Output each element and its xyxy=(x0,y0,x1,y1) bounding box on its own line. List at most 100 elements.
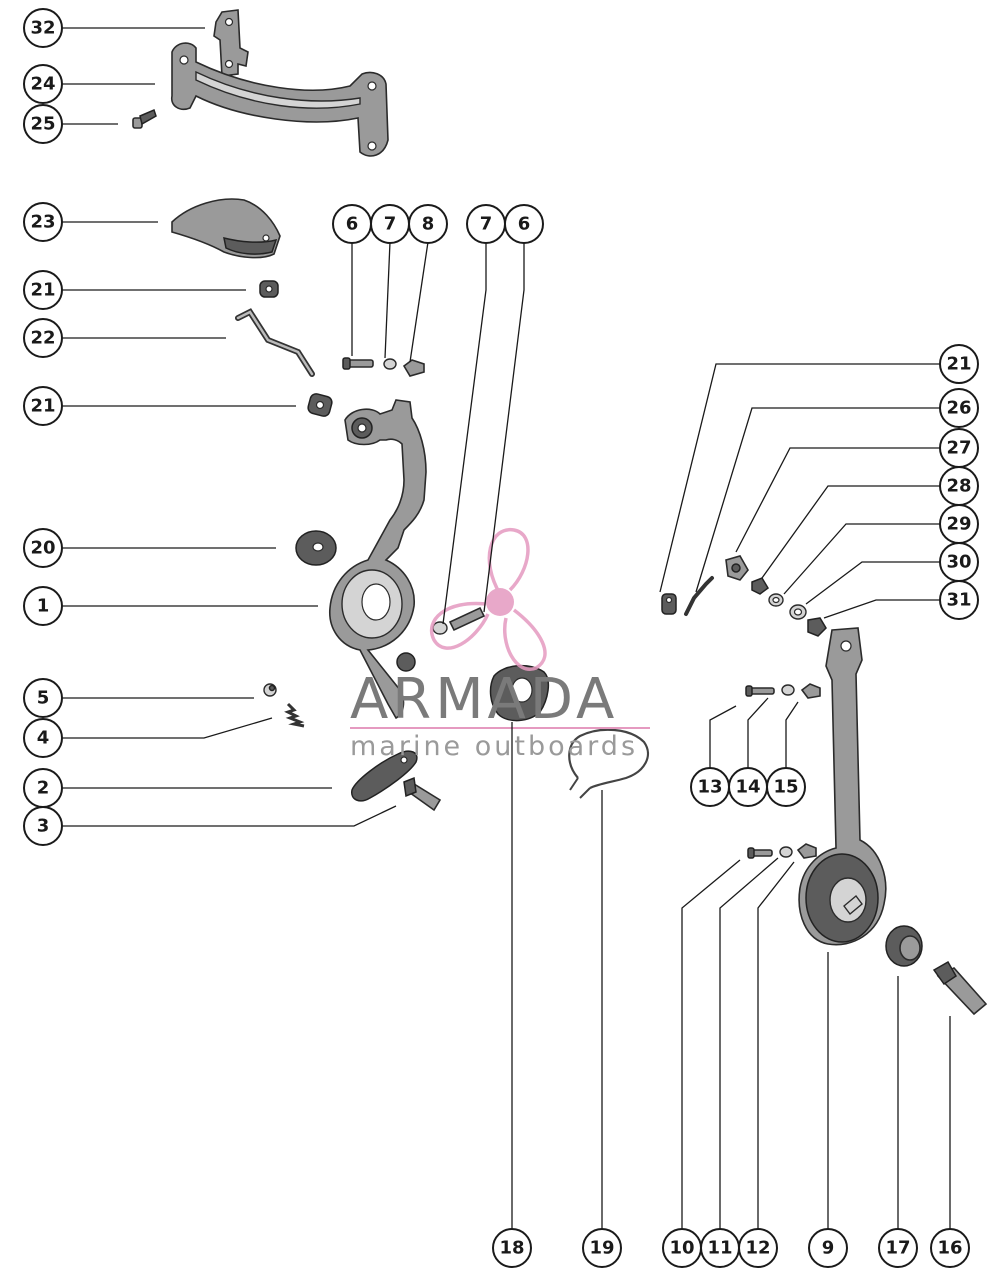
svg-text:23: 23 xyxy=(30,212,55,233)
part-20-washer xyxy=(295,530,337,566)
callout-23: 23 xyxy=(23,202,63,242)
armada-watermark: ARMADA marine outboards xyxy=(350,528,650,762)
svg-text:9: 9 xyxy=(822,1238,835,1259)
part-27-swivel xyxy=(725,555,749,581)
svg-text:12: 12 xyxy=(745,1238,770,1259)
svg-text:25: 25 xyxy=(30,114,55,135)
callout-18: 18 xyxy=(492,1228,532,1268)
svg-text:15: 15 xyxy=(773,777,798,798)
svg-text:4: 4 xyxy=(37,728,50,749)
svg-text:29: 29 xyxy=(946,514,971,535)
callout-1: 1 xyxy=(23,586,63,626)
svg-text:21: 21 xyxy=(946,354,971,375)
part-21-connector-top xyxy=(259,280,279,298)
callout-21-top: 21 xyxy=(23,270,63,310)
callout-5: 5 xyxy=(23,678,63,718)
callout-28: 28 xyxy=(939,466,979,506)
part-6-7-8-screw-set-top xyxy=(342,357,425,377)
part-19-clip xyxy=(568,728,650,799)
watermark-title: ARMADA xyxy=(350,667,618,732)
svg-text:30: 30 xyxy=(946,552,971,573)
part-26-link xyxy=(684,576,714,616)
callout-6-top: 6 xyxy=(332,204,372,244)
svg-text:28: 28 xyxy=(946,476,971,497)
svg-text:14: 14 xyxy=(735,777,760,798)
part-31-nut xyxy=(807,617,827,637)
part-22-rod xyxy=(235,308,315,377)
callout-7-mid: 7 xyxy=(466,204,506,244)
watermark-subtitle: marine outboards xyxy=(350,731,638,762)
svg-text:32: 32 xyxy=(30,18,55,39)
svg-text:7: 7 xyxy=(384,214,397,235)
callout-20: 20 xyxy=(23,528,63,568)
svg-text:31: 31 xyxy=(946,590,971,611)
callout-13: 13 xyxy=(690,767,730,807)
part-16-bolt xyxy=(932,960,988,1016)
callout-30: 30 xyxy=(939,542,979,582)
part-28-nut xyxy=(751,577,769,595)
part-32-bracket xyxy=(213,9,249,77)
svg-text:22: 22 xyxy=(30,328,55,349)
svg-text:8: 8 xyxy=(422,214,435,235)
callout-21-mid: 21 xyxy=(23,386,63,426)
svg-text:3: 3 xyxy=(37,816,50,837)
svg-text:6: 6 xyxy=(518,214,531,235)
part-21-connector-right xyxy=(661,593,677,615)
svg-text:10: 10 xyxy=(669,1238,694,1259)
svg-text:26: 26 xyxy=(946,398,971,419)
part-4-spring xyxy=(284,702,305,728)
svg-text:27: 27 xyxy=(946,438,971,459)
svg-text:11: 11 xyxy=(707,1238,732,1259)
callout-10: 10 xyxy=(662,1228,702,1268)
part-9-throttle-arm xyxy=(798,627,887,946)
part-24-curved-arm xyxy=(170,42,389,157)
part-23-cover xyxy=(171,198,281,259)
callout-2: 2 xyxy=(23,768,63,808)
callout-11: 11 xyxy=(700,1228,740,1268)
callout-6-mid: 6 xyxy=(504,204,544,244)
callout-4: 4 xyxy=(23,718,63,758)
part-25-screw xyxy=(132,108,157,129)
callout-22: 22 xyxy=(23,318,63,358)
part-21-connector-mid xyxy=(307,393,333,417)
part-1-lever-assembly xyxy=(329,399,427,720)
callout-14: 14 xyxy=(728,767,768,807)
callout-7-top: 7 xyxy=(370,204,410,244)
callout-3: 3 xyxy=(23,806,63,846)
part-3-screw xyxy=(403,776,442,812)
callout-32: 32 xyxy=(23,8,63,48)
svg-text:7: 7 xyxy=(480,214,493,235)
svg-text:5: 5 xyxy=(37,688,50,709)
svg-text:13: 13 xyxy=(697,777,722,798)
part-5-ball xyxy=(263,683,277,697)
svg-text:20: 20 xyxy=(30,538,55,559)
callout-9: 9 xyxy=(808,1228,848,1268)
svg-text:21: 21 xyxy=(30,280,55,301)
part-17-bushing xyxy=(885,925,923,967)
callout-19: 19 xyxy=(582,1228,622,1268)
part-10-11-12-screw-set xyxy=(747,843,817,859)
callout-21-right: 21 xyxy=(939,344,979,384)
svg-text:21: 21 xyxy=(30,396,55,417)
callout-24: 24 xyxy=(23,64,63,104)
callout-16: 16 xyxy=(930,1228,970,1268)
propeller-icon xyxy=(429,528,547,671)
callout-29: 29 xyxy=(939,504,979,544)
part-29-washer xyxy=(768,593,784,607)
part-2-plate xyxy=(351,750,418,802)
part-13-14-15-screw-set xyxy=(745,683,821,699)
svg-text:17: 17 xyxy=(885,1238,910,1259)
svg-text:2: 2 xyxy=(37,778,50,799)
svg-text:24: 24 xyxy=(30,74,55,95)
svg-text:1: 1 xyxy=(37,596,50,617)
callout-26: 26 xyxy=(939,388,979,428)
callout-17: 17 xyxy=(878,1228,918,1268)
callout-31: 31 xyxy=(939,580,979,620)
callout-27: 27 xyxy=(939,428,979,468)
leader-lines xyxy=(62,27,951,1230)
svg-text:19: 19 xyxy=(589,1238,614,1259)
callout-8: 8 xyxy=(408,204,448,244)
callout-25: 25 xyxy=(23,104,63,144)
callout-12: 12 xyxy=(738,1228,778,1268)
